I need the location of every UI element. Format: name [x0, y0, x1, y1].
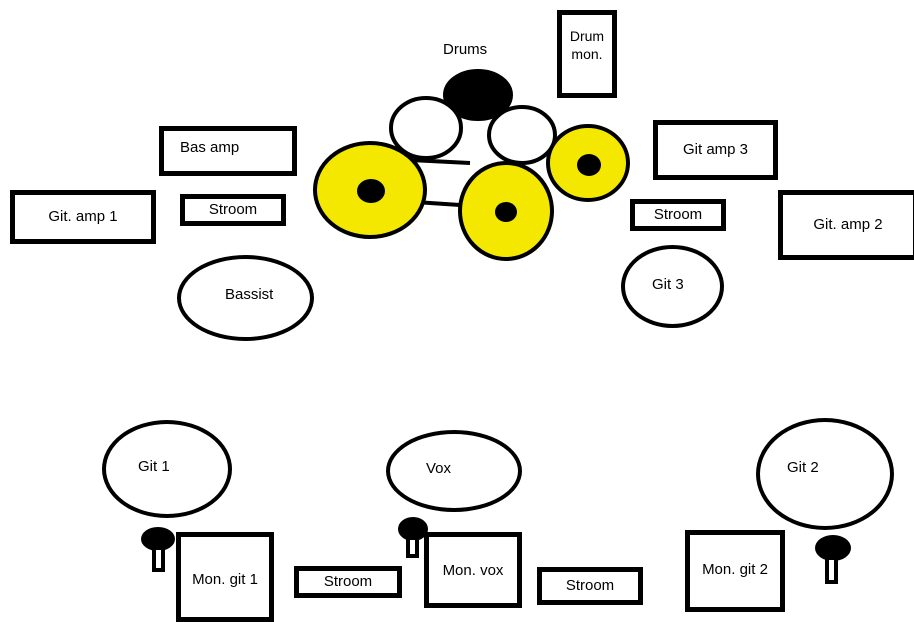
bassist-label: Bassist [225, 286, 274, 303]
drums-label: Drums [443, 41, 488, 58]
power-strip-4: Stroom [537, 567, 643, 605]
monitor-git-2-box: Mon. git 2 [685, 530, 785, 612]
drum-monitor-box: Drum mon. [557, 10, 617, 98]
guitarist-1-label: Git 1 [138, 458, 170, 475]
power-strip-2: Stroom [630, 199, 726, 231]
cymbal-left-bell [357, 179, 385, 203]
drum-kit [313, 69, 630, 261]
guitarist-3-label: Git 3 [652, 276, 684, 293]
vocalist-position: Vox [386, 430, 522, 512]
bass-amp-box: Bas amp [159, 126, 297, 176]
power-strip-3: Stroom [294, 566, 402, 598]
bass-amp-label: Bas amp [180, 139, 240, 156]
vocalist-label: Vox [426, 460, 452, 477]
cymbal-center-bell [495, 202, 517, 222]
monitor-vox-box: Mon. vox [424, 532, 522, 608]
monitor-git-1-box: Mon. git 1 [176, 532, 274, 622]
guitarist-2-position: Git 2 [756, 418, 894, 530]
tom-right [487, 105, 557, 165]
power-strip-4-label: Stroom [565, 577, 615, 594]
guitar-amp-1-label: Git. amp 1 [48, 208, 118, 225]
power-strip-1: Stroom [180, 194, 286, 226]
guitarist-1-position: Git 1 [102, 420, 232, 518]
guitarist-3-position: Git 3 [621, 245, 724, 328]
drum-monitor-label: Drum mon. [569, 28, 605, 62]
guitar-amp-2-label: Git. amp 2 [813, 216, 883, 233]
bassist-position: Bassist [177, 255, 314, 341]
guitar-amp-2-box: Git. amp 2 [778, 190, 914, 260]
guitar-amp-3-label: Git amp 3 [682, 141, 749, 158]
cymbal-right-bell [577, 154, 601, 176]
monitor-vox-label: Mon. vox [442, 562, 504, 579]
kick-drum [443, 69, 513, 121]
power-strip-3-label: Stroom [323, 573, 373, 590]
guitar-amp-3-box: Git amp 3 [653, 120, 778, 180]
tom-left [389, 96, 463, 160]
power-strip-2-label: Stroom [653, 206, 703, 223]
guitarist-2-label: Git 2 [787, 459, 819, 476]
monitor-git-1-label: Mon. git 1 [192, 571, 258, 588]
kit-connector-line [409, 158, 471, 165]
power-strip-1-label: Stroom [208, 201, 258, 218]
monitor-git-2-label: Mon. git 2 [702, 561, 768, 578]
guitar-amp-1-box: Git. amp 1 [10, 190, 156, 244]
